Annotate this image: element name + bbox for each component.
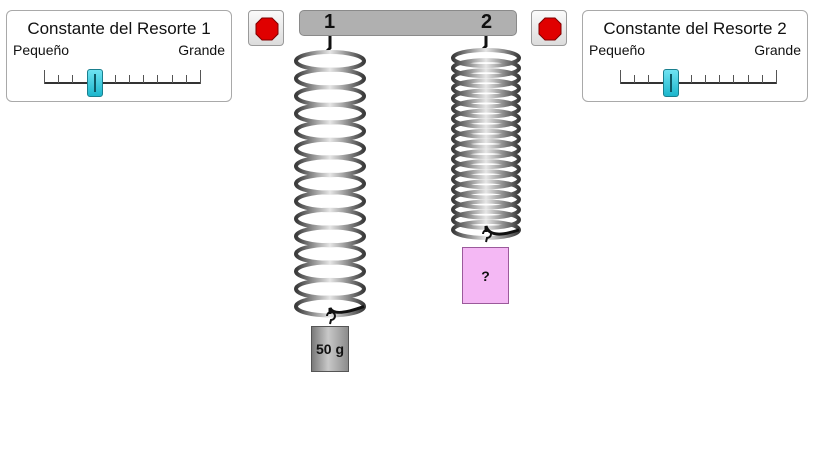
slider-tick — [634, 75, 636, 83]
spring-coil — [294, 225, 366, 248]
slider-tick — [761, 75, 763, 83]
spring2[interactable] — [451, 36, 521, 243]
stop-spring1-button[interactable] — [248, 10, 284, 46]
spring-coil — [451, 128, 521, 149]
spring1-slider-track[interactable] — [44, 82, 200, 84]
spring-coil — [451, 159, 521, 180]
slider-tick — [44, 70, 45, 84]
spring-coil — [294, 102, 366, 125]
spring-coil — [451, 118, 521, 139]
spring-coil — [451, 189, 521, 210]
spring-coil — [451, 199, 521, 220]
spring-coil — [294, 137, 366, 160]
slider-tick — [690, 75, 692, 83]
spring1-number-label: 1 — [324, 11, 336, 33]
mass-unknown[interactable]: ? — [462, 247, 509, 304]
slider-tick — [747, 75, 749, 83]
slider-tick — [648, 75, 650, 83]
slider-tick — [705, 75, 707, 83]
slider-tick — [200, 70, 201, 84]
spring-coil — [451, 48, 521, 68]
spring-coil — [294, 190, 366, 213]
spring-coil — [451, 88, 521, 109]
slider-tick — [143, 75, 145, 83]
mass-50g-label: 50 g — [315, 341, 344, 357]
spring-coil — [294, 277, 366, 300]
slider-tick — [733, 75, 735, 83]
slider-tick — [719, 75, 721, 83]
mass-50g[interactable]: 50 g — [311, 326, 349, 372]
slider-tick — [129, 75, 131, 83]
spring2-small-label: Pequeño — [589, 42, 646, 58]
spring-coil — [294, 172, 366, 195]
mass-unknown-label: ? — [481, 267, 490, 284]
spring-support-bar — [299, 10, 517, 36]
spring-coil — [294, 120, 366, 143]
spring1-large-label: Grande — [178, 42, 225, 58]
spring1-slider-thumb[interactable] — [87, 69, 104, 97]
slider-tick — [114, 75, 116, 83]
spring2-constant-panel: Constante del Resorte 2 Pequeño Grande — [582, 10, 808, 102]
spring-coil — [451, 58, 521, 79]
spring-coil — [294, 242, 366, 265]
spring-coil — [294, 155, 366, 178]
slider-tick — [86, 75, 88, 83]
spring-coil — [451, 149, 521, 170]
slider-tick — [620, 70, 621, 84]
stop-spring2-button[interactable] — [531, 10, 567, 46]
spring-coil — [451, 98, 521, 119]
slider-tick — [157, 75, 159, 83]
spring2-large-label: Grande — [754, 42, 801, 58]
spring-coil — [294, 85, 366, 108]
spring-coil — [451, 179, 521, 200]
slider-tick — [58, 75, 60, 83]
spring1[interactable] — [294, 36, 366, 325]
spring-coil — [294, 207, 366, 230]
spring2-panel-title: Constante del Resorte 2 — [603, 19, 787, 38]
spring1-small-label: Pequeño — [13, 42, 70, 58]
spring-coil — [451, 78, 521, 99]
spring-coil — [294, 260, 366, 283]
spring2-number-label: 2 — [481, 11, 493, 33]
spring2-slider-thumb[interactable] — [663, 69, 680, 97]
slider-tick — [72, 75, 74, 83]
spring-coil — [451, 139, 521, 159]
stop-icon — [255, 17, 279, 41]
spring-coil — [294, 67, 366, 90]
spring-coil — [451, 108, 521, 129]
spring1-constant-panel: Constante del Resorte 1 Pequeño Grande — [6, 10, 232, 102]
slider-tick — [776, 70, 777, 84]
stop-icon — [538, 17, 562, 41]
spring1-panel-title: Constante del Resorte 1 — [27, 19, 211, 38]
spring-coil — [451, 169, 521, 190]
spring2-slider-track[interactable] — [620, 82, 776, 84]
spring-coil — [451, 68, 521, 89]
slider-tick — [662, 75, 664, 83]
slider-tick — [171, 75, 173, 83]
spring-coil — [294, 50, 366, 72]
slider-tick — [185, 75, 187, 83]
